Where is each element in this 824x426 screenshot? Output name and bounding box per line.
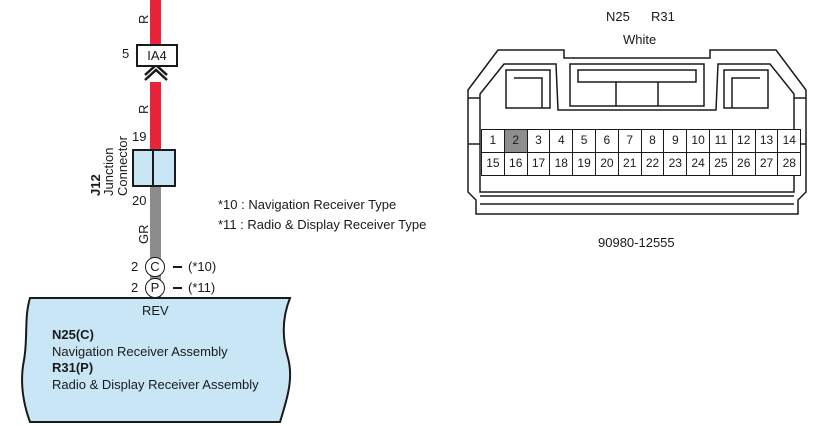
ia4-pin-number: 5: [122, 46, 130, 61]
connector-part-number: 90980-12555: [598, 235, 675, 250]
j12-junction-connector: [132, 149, 176, 187]
conn-p-note: (*11): [188, 280, 216, 295]
connector-pin-19: 19: [572, 151, 596, 176]
connector-pin-20: 20: [595, 151, 619, 176]
connector-pin-10: 10: [686, 129, 710, 153]
connector-pin-26: 26: [731, 151, 756, 176]
assembly-n25-name: Navigation Receiver Assembly: [52, 344, 228, 359]
connector-pin-24: 24: [686, 151, 710, 176]
j12-pin-bottom: 20: [132, 193, 147, 208]
connector-pin-22: 22: [640, 151, 665, 176]
connector-pin-6: 6: [595, 129, 619, 153]
conn-p-circle: P: [145, 278, 165, 298]
wire-mid-red: [150, 82, 161, 149]
conn-c-pin: 2: [131, 259, 139, 274]
wire-color-mid: R: [136, 104, 151, 114]
connector-pin-4: 4: [549, 129, 574, 153]
connector-pin-9: 9: [663, 129, 688, 153]
connector-pin-7: 7: [617, 129, 642, 153]
wire-bottom-gray: [150, 187, 161, 297]
connector-pin-27: 27: [754, 151, 779, 176]
connector-code-r31: R31: [651, 9, 675, 24]
j12-name-line1: Junction: [101, 147, 116, 196]
connector-pin-21: 21: [617, 151, 642, 176]
connector-pin-2: 2: [503, 129, 528, 153]
ia4-connector-label: IA4: [136, 44, 178, 67]
connector-pin-12: 12: [731, 129, 756, 153]
conn-p-pin: 2: [131, 280, 139, 295]
assembly-r31-code: R31(P): [52, 360, 94, 375]
connector-pin-23: 23: [663, 151, 688, 176]
connector-pin-14: 14: [777, 129, 802, 153]
conn-c-circle: C: [145, 257, 165, 277]
connector-pin-5: 5: [572, 129, 596, 153]
connector-pin-8: 8: [640, 129, 665, 153]
j12-name-line2: Connector: [115, 136, 130, 196]
note-10: *10 : Navigation Receiver Type: [218, 197, 397, 212]
connector-pin-15: 15: [481, 151, 505, 176]
conn-p-dash: [173, 287, 182, 289]
ia4-chevron-icon: [144, 66, 168, 81]
wire-color-top: R: [136, 14, 151, 24]
connector-color: White: [623, 32, 657, 47]
assembly-r31-name: Radio & Display Receiver Assembly: [52, 377, 259, 392]
connector-pin-25: 25: [709, 151, 733, 176]
j12-divider: [152, 149, 154, 187]
connector-pin-18: 18: [549, 151, 574, 176]
assembly-n25-code: N25(C): [52, 327, 94, 342]
connector-pin-28: 28: [777, 151, 802, 176]
connector-pin-3: 3: [526, 129, 551, 153]
conn-c-note: (*10): [188, 259, 217, 274]
receiver-assembly-box: [21, 297, 292, 423]
wire-top-red: [150, 0, 161, 44]
connector-pin-13: 13: [754, 129, 779, 153]
wire-color-bottom: GR: [136, 224, 151, 245]
j12-pin-top: 19: [132, 129, 147, 144]
connector-pin-17: 17: [526, 151, 551, 176]
connector-pin-11: 11: [709, 129, 733, 153]
note-11: *11 : Radio & Display Receiver Type: [218, 217, 427, 232]
conn-c-dash: [173, 266, 182, 268]
connector-pin-16: 16: [503, 151, 528, 176]
connector-pin-1: 1: [481, 129, 505, 153]
connector-code-n25: N25: [606, 9, 630, 24]
assembly-terminal-rev: REV: [142, 303, 169, 318]
